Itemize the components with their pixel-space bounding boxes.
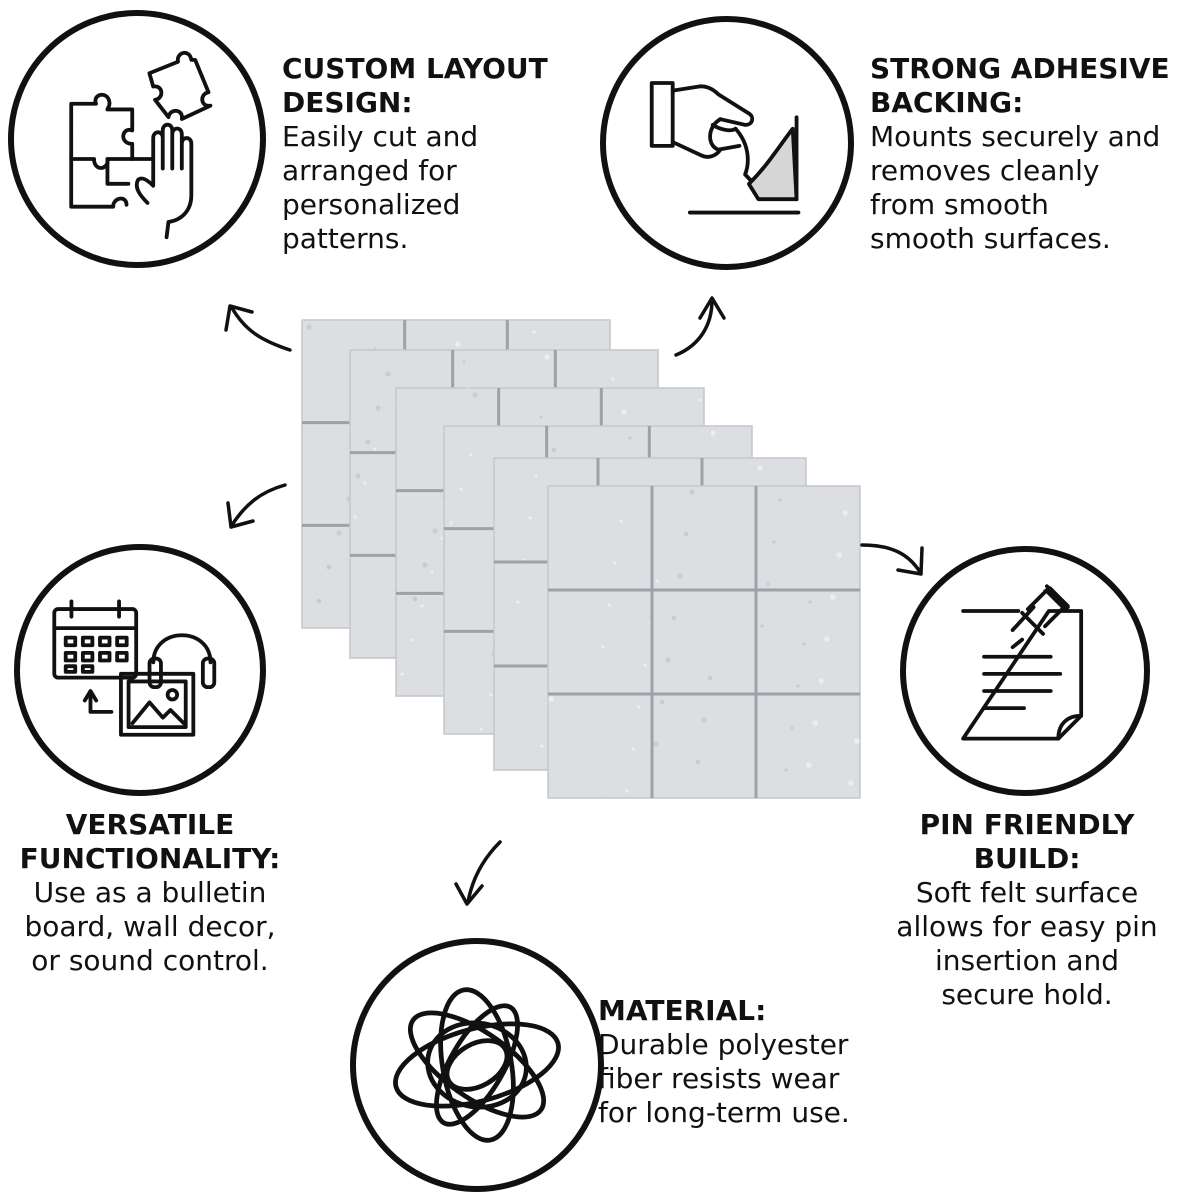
adhesive-description: Mounts securely and removes cleanly from… xyxy=(870,120,1161,255)
pin-friendly-description: Soft felt surface allows for easy pin in… xyxy=(896,876,1158,1011)
arrow-to-versatile xyxy=(226,483,287,529)
material-badge xyxy=(350,938,604,1192)
felt-tile-sheet xyxy=(493,457,807,771)
custom-layout-title: CUSTOM LAYOUT DESIGN: xyxy=(282,52,548,119)
arrow-to-adhesive xyxy=(674,296,726,357)
arrow-to-custom-layout xyxy=(224,304,292,352)
calendar-headphones-photo-icon xyxy=(52,599,217,737)
custom-layout-text: CUSTOM LAYOUT DESIGN: Easily cut and arr… xyxy=(282,52,582,256)
pin-friendly-text: PIN FRIENDLY BUILD: Soft felt surface al… xyxy=(874,808,1180,1012)
versatile-description: Use as a bulletin board, wall decor, or … xyxy=(24,876,276,977)
pin-friendly-badge xyxy=(900,546,1150,796)
versatile-text: VERSATILE FUNCTIONALITY: Use as a bullet… xyxy=(0,808,300,978)
adhesive-text: STRONG ADHESIVE BACKING: Mounts securely… xyxy=(870,52,1196,256)
custom-layout-description: Easily cut and arranged for personalized… xyxy=(282,120,479,255)
versatile-badge xyxy=(14,544,266,796)
felt-tile-sheet xyxy=(547,485,861,799)
custom-layout-badge xyxy=(8,10,266,268)
pin-friendly-title: PIN FRIENDLY BUILD: xyxy=(919,808,1135,875)
felt-tile-sheet xyxy=(395,387,705,697)
felt-tile-sheet xyxy=(301,319,611,629)
material-description: Durable polyester fiber resists wear for… xyxy=(598,1028,850,1129)
adhesive-title: STRONG ADHESIVE BACKING: xyxy=(870,52,1170,119)
material-title: MATERIAL: xyxy=(598,994,767,1027)
adhesive-badge xyxy=(600,16,854,270)
material-text: MATERIAL: Durable polyester fiber resist… xyxy=(598,994,898,1130)
felt-tile-sheet xyxy=(443,425,753,735)
arrow-to-material xyxy=(454,840,502,906)
peel-backing-icon xyxy=(649,81,801,215)
fiber-tangle-icon xyxy=(393,987,561,1143)
felt-tile-sheet xyxy=(349,349,659,659)
puzzle-hand-icon xyxy=(69,51,213,240)
versatile-title: VERSATILE FUNCTIONALITY: xyxy=(19,808,281,875)
pinned-note-icon xyxy=(961,584,1084,741)
